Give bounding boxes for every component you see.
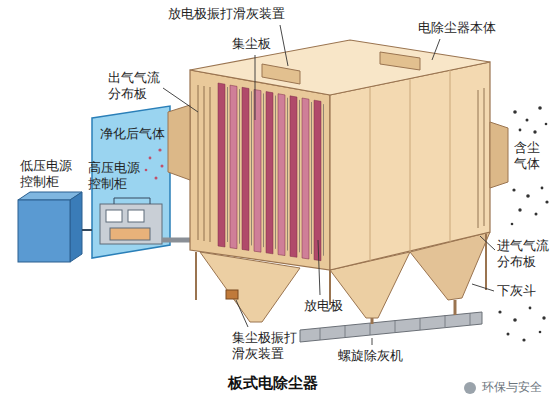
- part-label: 下灰斗: [497, 283, 536, 299]
- collector-plate: [266, 92, 273, 254]
- collector-plate: [218, 83, 225, 247]
- clean-gas: [145, 148, 164, 179]
- screw-thread: [320, 313, 470, 340]
- discharge-electrode: [275, 96, 276, 249]
- collector-plate: [230, 85, 237, 249]
- watermark: 环保与安全: [482, 380, 542, 395]
- panel-seam: [370, 87, 371, 261]
- inlet-nozzle: [490, 122, 508, 188]
- hv-cabinet: [100, 204, 162, 244]
- inlet-distribution-plate: [478, 88, 484, 228]
- wire: [82, 229, 92, 231]
- collector-plate: [302, 98, 309, 259]
- discharge-electrode: [227, 87, 228, 242]
- hv-transformer: [110, 228, 150, 240]
- hv-part: [106, 210, 122, 222]
- collector-plate: [290, 96, 297, 257]
- screw-conveyor: [300, 312, 482, 342]
- collector-plate: [278, 94, 285, 256]
- wire: [114, 198, 150, 204]
- discharge-electrode: [323, 104, 324, 256]
- lv-cabinet-side: [70, 192, 82, 262]
- body-front: [330, 62, 490, 270]
- outlet-distribution-plate: [198, 85, 210, 242]
- discharge-electrode: [239, 89, 240, 244]
- discharge-electrode: [287, 98, 288, 251]
- part-label: 放电极: [304, 298, 343, 314]
- discharge-electrode: [263, 93, 264, 247]
- collector-plate: [242, 87, 249, 250]
- part-label: 放电极振打滑灰装置: [168, 6, 285, 22]
- outlet-nozzle: [168, 105, 190, 180]
- part-label: 集尘极振打 滑灰装置: [232, 330, 297, 363]
- part-label: 进气气流 分布板: [497, 238, 549, 271]
- hopper-outlet: [454, 300, 457, 315]
- lv-cabinet: [18, 200, 70, 262]
- part-label: 集尘板: [232, 36, 271, 52]
- panel-seam: [450, 70, 451, 242]
- rapping-housing: [380, 52, 420, 70]
- part-label: 低压电源 控制柜: [20, 158, 72, 191]
- part-label: 含尘 气体: [514, 140, 540, 173]
- rapping-device: [226, 290, 238, 299]
- dust-particles: [498, 106, 548, 341]
- caption: 板式电除尘器: [228, 374, 318, 393]
- part-label: 螺旋除灰机: [338, 348, 403, 364]
- part-label: 电除尘器本体: [418, 20, 496, 36]
- rapping-housing: [262, 64, 300, 84]
- discharge-electrode: [251, 91, 252, 245]
- hv-part: [128, 210, 144, 222]
- body-cutaway: [190, 70, 330, 270]
- panel-seam: [410, 79, 411, 252]
- support-leg: [196, 234, 486, 305]
- part-label: 出气气流 分布板: [108, 70, 160, 103]
- part-label: 净化后气体: [100, 126, 165, 142]
- part-label: 高压电源 控制柜: [88, 160, 140, 193]
- hopper-outlet: [371, 318, 374, 324]
- collector-plate: [314, 100, 321, 261]
- discharge-electrode: [311, 102, 312, 254]
- discharge-electrode: [299, 100, 300, 252]
- leader-line: [163, 25, 495, 345]
- watermark-icon: [464, 382, 476, 394]
